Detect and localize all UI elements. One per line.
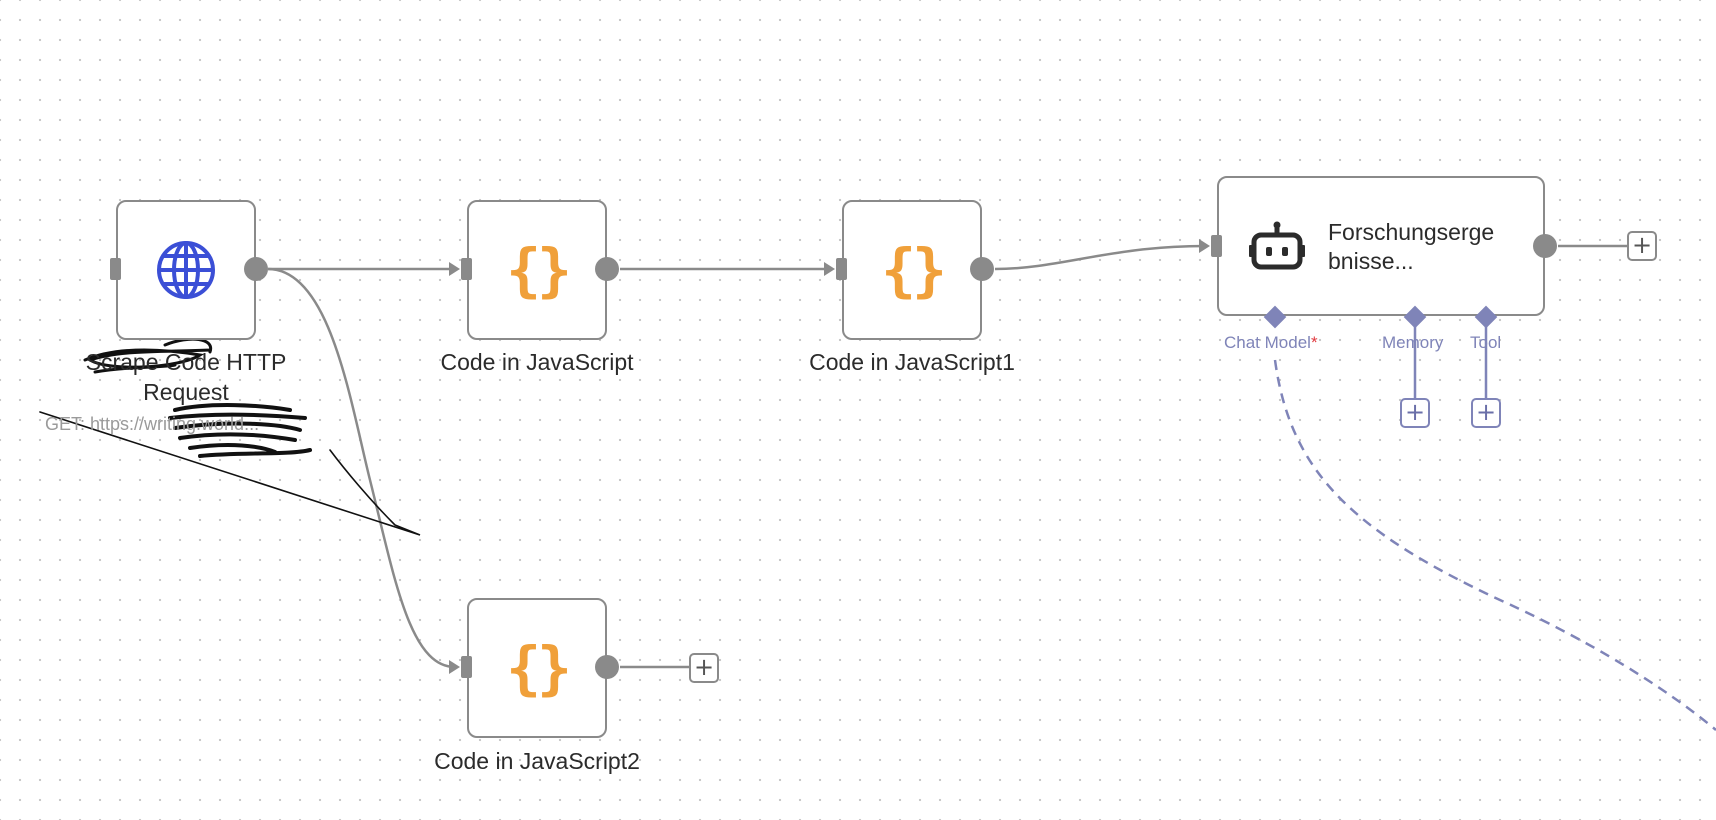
add-node-button[interactable]: +: [1627, 231, 1657, 261]
http-label-line1: Scrape Code HTTP: [85, 349, 287, 375]
arrowhead: [449, 660, 460, 674]
code-input-port[interactable]: [461, 258, 472, 280]
ai-agent-node[interactable]: [1217, 176, 1545, 316]
ai-agent-title-line1: Forschungserge: [1328, 219, 1495, 245]
http-output-port[interactable]: [244, 257, 268, 281]
memory-label: Memory: [1382, 333, 1444, 352]
ai-agent-output-port[interactable]: [1533, 234, 1557, 258]
code-output-port[interactable]: [595, 257, 619, 281]
required-mark: *: [1310, 333, 1318, 352]
ai-agent-input-port[interactable]: [1211, 235, 1222, 257]
chat-model-text: Chat Model: [1224, 333, 1311, 352]
add-node-button[interactable]: +: [689, 653, 719, 683]
code-braces-icon: {}: [506, 236, 572, 304]
scribble-overlay: [39, 337, 421, 536]
code2-node-label: Code in JavaScript2: [434, 748, 640, 774]
code-node-label: Code in JavaScript: [440, 349, 634, 375]
http-input-port[interactable]: [110, 258, 121, 280]
chat-model-label: Chat Model*: [1224, 333, 1318, 353]
http-request-node[interactable]: [116, 200, 256, 340]
code2-output-port[interactable]: [595, 655, 619, 679]
add-tool-button[interactable]: +: [1471, 398, 1501, 428]
arrowhead: [1199, 239, 1210, 253]
http-node-subtitle: GET: https://writing.world...: [45, 414, 260, 434]
connection-chat-model: [1273, 359, 1716, 731]
globe-icon: [157, 241, 215, 299]
ai-agent-title-line2: bnisse...: [1328, 248, 1414, 274]
code1-node[interactable]: {}: [842, 200, 982, 340]
code2-node[interactable]: {}: [467, 598, 607, 738]
code-braces-icon: {}: [881, 236, 947, 304]
code-braces-icon: {}: [506, 634, 572, 702]
http-label-line2: Request: [143, 379, 229, 405]
ai-agent-title: Forschungserge bnisse...: [1328, 218, 1494, 276]
connection-http-to-code2: [267, 267, 456, 669]
code1-input-port[interactable]: [836, 258, 847, 280]
code1-output-port[interactable]: [970, 257, 994, 281]
add-memory-button[interactable]: +: [1400, 398, 1430, 428]
arrowhead: [449, 262, 460, 276]
code2-input-port[interactable]: [461, 656, 472, 678]
tool-label: Tool: [1470, 333, 1502, 352]
arrowhead: [824, 262, 835, 276]
code1-node-label: Code in JavaScript1: [809, 349, 1015, 375]
code-node[interactable]: {}: [467, 200, 607, 340]
robot-icon: [1249, 221, 1305, 270]
http-node-label: Scrape Code HTTP Request: [66, 347, 306, 407]
connection-code1-to-agent: [994, 244, 1206, 271]
